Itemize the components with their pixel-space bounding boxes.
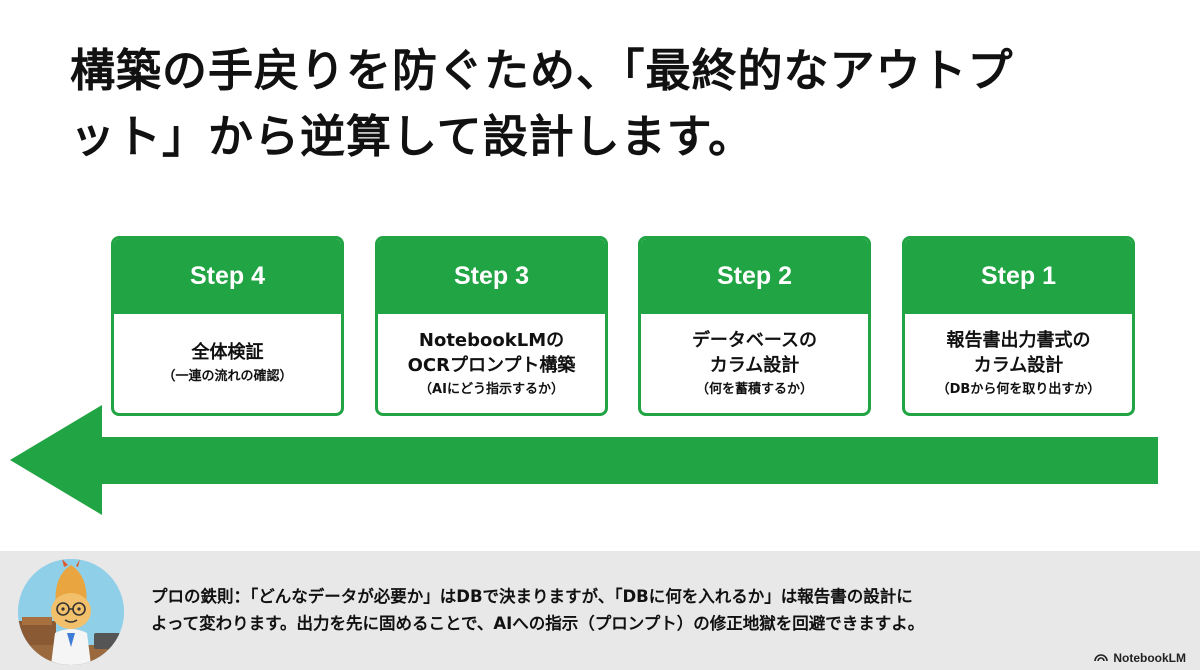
page-title-line-1: 構築の手戻りを防ぐため、「最終的なアウトプ: [70, 44, 1014, 97]
step-subtitle: （DBから何を取り出すか）: [936, 381, 1101, 397]
tip-footer: プロの鉄則：「どんなデータが必要か」はDBで決まりますが、「DBに何を入れるか」…: [0, 551, 1200, 670]
step-subtitle: （一連の流れの確認）: [162, 369, 293, 384]
shrimp-tempura-mascot-icon: [18, 559, 124, 665]
step-header: Step 1: [905, 239, 1132, 314]
step-subtitle: （何を蓄積するか）: [695, 381, 813, 397]
step-title-line: カラム設計: [973, 354, 1064, 376]
tip-text: プロの鉄則：「どんなデータが必要か」はDBで決まりますが、「DBに何を入れるか」…: [151, 583, 1161, 637]
step-card-1: Step 1 報告書出力書式の カラム設計 （DBから何を取り出すか）: [902, 236, 1135, 416]
step-body: データベースの カラム設計 （何を蓄積するか）: [641, 314, 868, 413]
step-title-line: OCRプロンプト構築: [407, 354, 576, 376]
step-title-line: 報告書出力書式の: [946, 329, 1091, 351]
step-title-line: カラム設計: [709, 354, 800, 376]
tip-text-line-2: よって変わります。出力を先に固めることで、AIへの指示（プロンプト）の修正地獄を…: [151, 614, 925, 633]
step-body: 全体検証 （一連の流れの確認）: [114, 314, 341, 413]
flow-arrow-shape: [10, 405, 1158, 515]
step-body: NotebookLMの OCRプロンプト構築 （AIにどう指示するか）: [378, 314, 605, 413]
step-card-3: Step 3 NotebookLMの OCRプロンプト構築 （AIにどう指示する…: [375, 236, 608, 416]
step-card-2: Step 2 データベースの カラム設計 （何を蓄積するか）: [638, 236, 871, 416]
step-title-line: 全体検証: [191, 342, 264, 363]
step-title-line: データベースの: [691, 329, 818, 351]
brand-mark: NotebookLM: [1094, 651, 1186, 665]
step-title-line: NotebookLMの: [418, 329, 565, 351]
brand-label: NotebookLM: [1113, 651, 1186, 665]
notebooklm-logo-icon: [1094, 651, 1109, 665]
tip-text-line-1: プロの鉄則：「どんなデータが必要か」はDBで決まりますが、「DBに何を入れるか」…: [151, 587, 913, 606]
page-title: 構築の手戻りを防ぐため、「最終的なアウトプ ット」から逆算して設計します。: [70, 38, 1150, 170]
page-title-line-2: ット」から逆算して設計します。: [70, 110, 755, 163]
step-body: 報告書出力書式の カラム設計 （DBから何を取り出すか）: [905, 314, 1132, 413]
step-subtitle: （AIにどう指示するか）: [419, 381, 564, 397]
step-header: Step 4: [114, 239, 341, 314]
step-header: Step 2: [641, 239, 868, 314]
step-card-4: Step 4 全体検証 （一連の流れの確認）: [111, 236, 344, 416]
step-header: Step 3: [378, 239, 605, 314]
